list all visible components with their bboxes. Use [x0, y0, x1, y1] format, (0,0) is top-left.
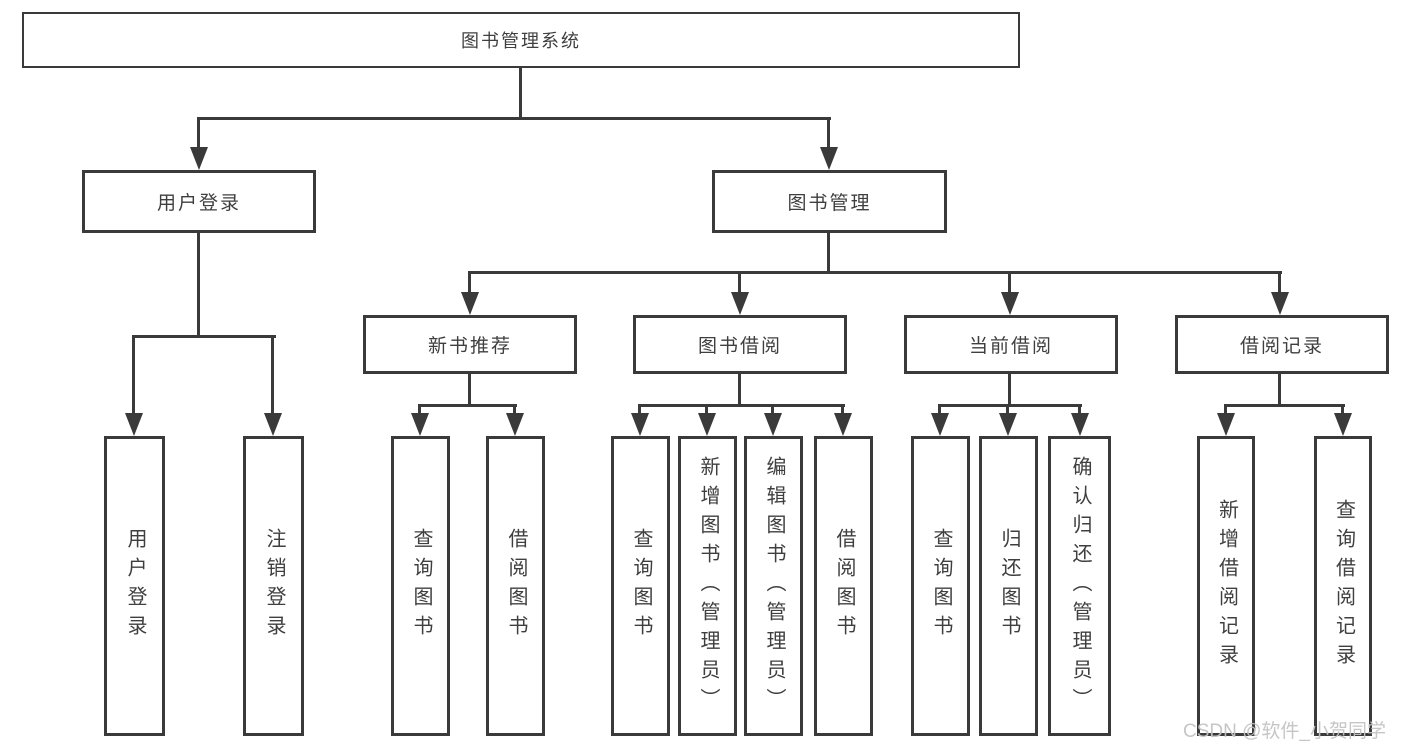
connector-line — [418, 404, 517, 407]
connector-line — [1341, 404, 1344, 418]
arrow-down-icon — [1071, 413, 1089, 436]
leaf-label: 借阅图书 — [505, 528, 527, 644]
leaf-query-books: 查询图书 — [391, 436, 450, 736]
leaf-label: 查询图书 — [410, 528, 432, 644]
leaf-label: 确认归还（管理员） — [1069, 455, 1091, 717]
connector-line — [1224, 404, 1227, 418]
connector-line — [705, 404, 708, 418]
arrow-down-icon — [999, 413, 1017, 436]
leaf-borrow-books: 借阅图书 — [486, 436, 545, 736]
connector-line — [738, 371, 741, 407]
connector-line — [1008, 271, 1011, 297]
leaf-label: 注销登录 — [263, 528, 285, 644]
arrow-down-icon — [931, 413, 949, 436]
connector-line — [1078, 404, 1081, 418]
arrow-down-icon — [1334, 413, 1352, 436]
connector-line — [513, 404, 516, 418]
leaf-edit-book-admin: 编辑图书（管理员） — [744, 436, 803, 736]
leaf-label: 新增图书（管理员） — [697, 455, 719, 717]
arrow-down-icon — [631, 413, 649, 436]
node-user-login: 用户登录 — [82, 170, 316, 233]
connector-line — [827, 117, 830, 152]
node-label: 当前借阅 — [968, 336, 1053, 357]
connector-line — [132, 335, 135, 418]
arrow-down-icon — [764, 413, 782, 436]
connector-line — [132, 335, 276, 338]
node-label: 借阅记录 — [1239, 336, 1324, 357]
arrow-down-icon — [190, 147, 208, 170]
connector-line — [1278, 371, 1281, 407]
connector-line — [638, 404, 845, 407]
leaf-add-book-admin: 新增图书（管理员） — [678, 436, 737, 736]
arrow-down-icon — [698, 413, 716, 436]
node-label: 用户登录 — [156, 193, 241, 214]
node-borrow-records: 借阅记录 — [1175, 315, 1389, 374]
arrow-down-icon — [1271, 292, 1289, 315]
connector-line — [938, 404, 941, 418]
leaf-logout-login: 注销登录 — [243, 436, 304, 736]
leaf-query-books-3: 查询图书 — [911, 436, 970, 736]
arrow-down-icon — [820, 147, 838, 170]
arrow-down-icon — [1217, 413, 1235, 436]
node-label: 图书借阅 — [697, 336, 782, 357]
connector-line — [418, 404, 421, 418]
leaf-label: 查询图书 — [630, 528, 652, 644]
node-book-management: 图书管理 — [712, 170, 947, 233]
connector-line — [468, 271, 471, 297]
connector-line — [468, 271, 1282, 274]
leaf-label: 新增借阅记录 — [1215, 499, 1238, 673]
leaf-label: 归还图书 — [998, 528, 1020, 644]
connector-line — [827, 231, 830, 274]
leaf-borrow-books-2: 借阅图书 — [814, 436, 873, 736]
node-library-management-system: 图书管理系统 — [22, 12, 1020, 68]
connector-line — [468, 371, 471, 407]
leaf-query-books-2: 查询图书 — [611, 436, 670, 736]
arrow-down-icon — [125, 413, 143, 436]
node-book-borrow: 图书借阅 — [633, 315, 847, 374]
arrow-down-icon — [1001, 292, 1019, 315]
arrow-down-icon — [264, 413, 282, 436]
leaf-return-books: 归还图书 — [979, 436, 1038, 736]
leaf-label: 查询图书 — [930, 528, 952, 644]
arrow-down-icon — [411, 413, 429, 436]
arrow-down-icon — [506, 413, 524, 436]
node-new-book-recommend: 新书推荐 — [363, 315, 577, 374]
node-label: 新书推荐 — [427, 336, 512, 357]
leaf-label: 用户登录 — [124, 528, 146, 644]
node-label: 图书管理 — [787, 193, 872, 214]
connector-line — [638, 404, 641, 418]
connector-line — [197, 117, 200, 152]
leaf-user-login: 用户登录 — [104, 436, 165, 736]
connector-line — [198, 117, 831, 120]
connector-line — [938, 404, 1082, 407]
connector-line — [271, 335, 274, 418]
connector-line — [1008, 371, 1011, 407]
node-label: 图书管理系统 — [461, 31, 581, 51]
connector-line — [1006, 404, 1009, 418]
arrow-down-icon — [461, 292, 479, 315]
arrow-down-icon — [731, 292, 749, 315]
connector-line — [1278, 271, 1281, 297]
watermark-text: CSDN @软件_小贺同学 — [1183, 721, 1386, 742]
leaf-confirm-return-admin: 确认归还（管理员） — [1048, 436, 1111, 736]
connector-line — [1224, 404, 1345, 407]
node-current-borrow: 当前借阅 — [904, 315, 1118, 374]
leaf-query-borrow-record: 查询借阅记录 — [1314, 436, 1372, 736]
connector-line — [738, 271, 741, 297]
connector-line — [197, 231, 200, 337]
leaf-label: 查询借阅记录 — [1332, 499, 1355, 673]
connector-line — [771, 404, 774, 418]
arrow-down-icon — [834, 413, 852, 436]
leaf-label: 借阅图书 — [833, 528, 855, 644]
leaf-label: 编辑图书（管理员） — [763, 455, 785, 717]
connector-line — [519, 67, 522, 119]
connector-line — [841, 404, 844, 418]
leaf-add-borrow-record: 新增借阅记录 — [1197, 436, 1255, 736]
